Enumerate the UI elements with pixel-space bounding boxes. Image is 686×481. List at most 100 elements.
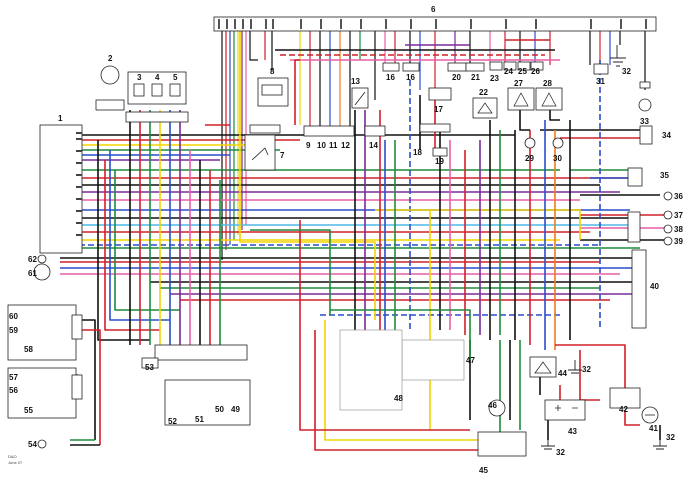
label-56: 56 [9, 386, 18, 395]
label-11: 11 [329, 141, 338, 150]
sensor-27 [507, 87, 535, 111]
connector-14 [364, 125, 386, 137]
label-41: 41 [649, 424, 658, 433]
label-36: 36 [674, 192, 683, 201]
label-29: 29 [525, 154, 534, 163]
connector-53 [141, 357, 159, 369]
footer-line-1: D&O [8, 454, 17, 459]
label-32-lower: 32 [582, 365, 591, 374]
label-47: 47 [466, 356, 475, 365]
label-16a: 16 [386, 73, 395, 82]
label-55: 55 [24, 406, 33, 415]
label-18: 18 [413, 148, 422, 157]
label-58: 58 [24, 345, 33, 354]
connector-18 [419, 123, 451, 133]
ground-icon [541, 440, 555, 450]
label-48: 48 [394, 394, 403, 403]
label-34: 34 [662, 131, 671, 140]
connector-31 [593, 63, 609, 75]
label-54: 54 [28, 440, 37, 449]
label-6: 6 [431, 5, 436, 14]
label-59: 59 [9, 326, 18, 335]
label-24: 24 [504, 67, 513, 76]
label-7: 7 [280, 151, 285, 160]
label-37: 37 [674, 211, 683, 220]
connector-19 [432, 147, 448, 157]
label-22: 22 [479, 88, 488, 97]
label-52: 52 [168, 417, 177, 426]
lamp-icon [37, 254, 47, 264]
relay-icon [133, 83, 145, 97]
relay-icon [151, 83, 163, 97]
regulator [529, 356, 557, 378]
lamp-icon [638, 98, 652, 112]
connector-34 [639, 125, 653, 145]
label-26: 26 [531, 67, 540, 76]
handlebar-connector [71, 374, 83, 400]
label-2: 2 [108, 54, 113, 63]
lamp-icon [663, 191, 673, 201]
battery-icon [544, 399, 586, 421]
ecu-block [39, 124, 83, 254]
switch-cluster-lower [7, 367, 77, 419]
starter-relay [609, 387, 641, 409]
label-20: 20 [452, 73, 461, 82]
label-42: 42 [619, 405, 628, 414]
lamp-icon [37, 439, 47, 449]
label-8: 8 [270, 67, 275, 76]
connector-20 [447, 62, 467, 72]
connector-37-39 [627, 211, 641, 243]
fuse-connector [95, 99, 125, 111]
ground-icon [653, 440, 667, 450]
alternator-icon [488, 399, 506, 417]
label-35: 35 [660, 171, 669, 180]
label-31: 31 [596, 77, 605, 86]
label-60: 60 [9, 312, 18, 321]
label-44: 44 [558, 369, 567, 378]
connector-25 [517, 61, 531, 71]
label-1: 1 [58, 114, 63, 123]
label-16b: 16 [406, 73, 415, 82]
lamp-icon [524, 137, 536, 149]
label-27: 27 [514, 79, 523, 88]
label-57: 57 [9, 373, 18, 382]
label-5: 5 [173, 73, 178, 82]
label-39: 39 [674, 237, 683, 246]
label-12: 12 [341, 141, 350, 150]
callout-labels: 6 1 2 3 4 5 8 7 9 10 11 12 13 14 16 16 1… [8, 5, 683, 475]
wiring-harness [40, 30, 665, 451]
label-61: 61 [28, 269, 37, 278]
label-30: 30 [553, 154, 562, 163]
label-51: 51 [195, 415, 204, 424]
label-50: 50 [215, 405, 224, 414]
label-32-top: 32 [622, 67, 631, 76]
fuse-icon [100, 65, 120, 85]
label-25: 25 [518, 67, 527, 76]
connector-row [303, 125, 355, 137]
label-21: 21 [471, 73, 480, 82]
connector-21 [465, 62, 485, 72]
sensor-28 [535, 87, 563, 111]
alternator-connector [477, 431, 527, 457]
lamp-icon [552, 137, 564, 149]
horn-icon [33, 263, 51, 281]
handlebar-connector [71, 314, 83, 340]
label-10: 10 [317, 141, 326, 150]
label-13: 13 [351, 77, 360, 86]
label-32-bottom: 32 [556, 448, 565, 457]
label-43: 43 [568, 427, 577, 436]
label-46: 46 [488, 401, 497, 410]
label-53: 53 [145, 363, 154, 372]
label-9: 9 [306, 141, 311, 150]
label-33: 33 [640, 117, 649, 126]
label-38: 38 [674, 225, 683, 234]
label-62: 62 [28, 255, 37, 264]
connector-24 [503, 61, 517, 71]
switch-cluster-upper [7, 304, 77, 361]
switch-block-47 [401, 339, 465, 381]
connector-35 [627, 167, 643, 187]
group-49-52 [164, 379, 251, 426]
relay-icon [169, 83, 181, 97]
connector-row-lower [154, 344, 248, 361]
